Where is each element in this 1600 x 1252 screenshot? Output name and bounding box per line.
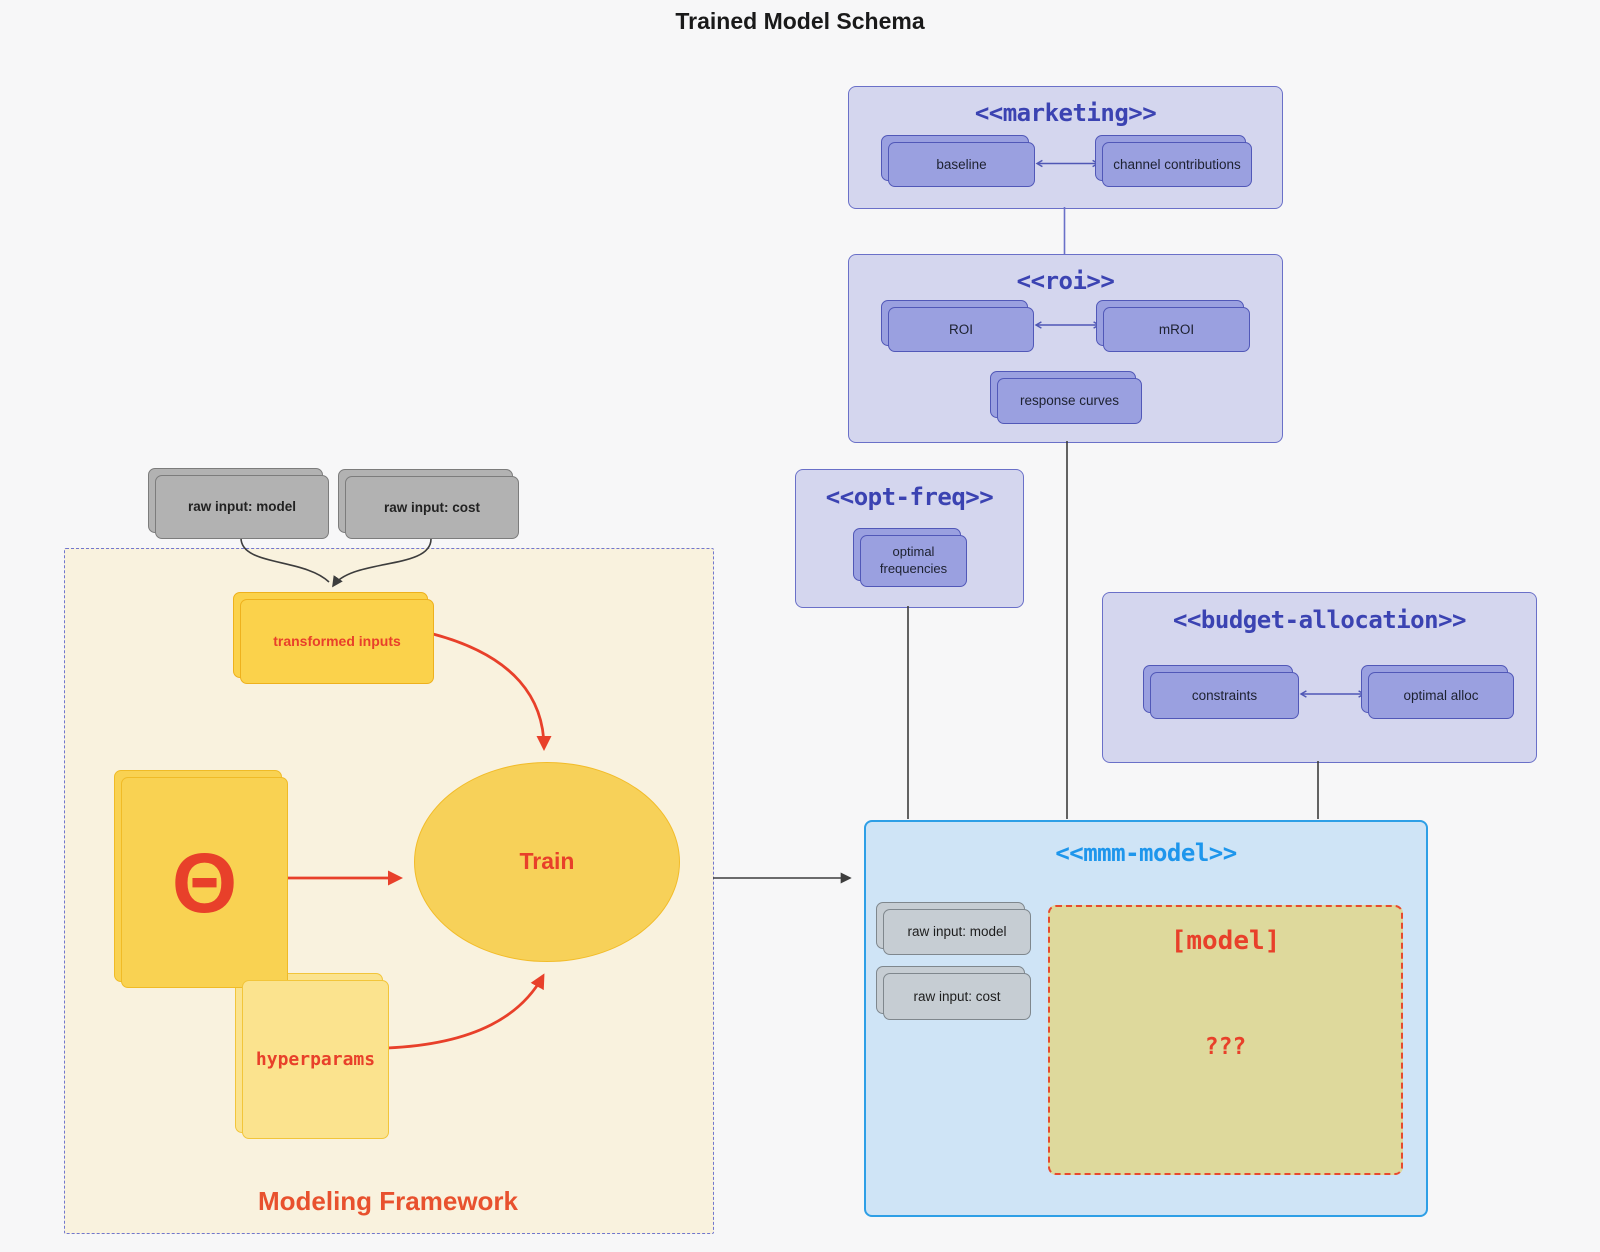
node-mmm-raw-input-cost: raw input: cost [883,973,1031,1020]
node-train: Train [414,762,680,962]
group-marketing-title: <<marketing>> [974,99,1157,127]
group-budget-allocation-title: <<budget-allocation>> [1173,606,1466,634]
node-channel-contributions: channel contributions [1102,142,1252,187]
node-optimal-alloc: optimal alloc [1368,672,1514,719]
node-theta: Θ [121,777,288,988]
group-opt-freq-title: <<opt-freq>> [825,483,994,511]
connector-hyperparams-train [386,973,545,1050]
node-transformed-inputs: transformed inputs [240,599,434,684]
node-mmm-raw-input-model: raw input: model [883,909,1031,955]
modeling-framework-label: Modeling Framework [257,1186,519,1216]
node-roi: ROI [888,307,1034,352]
node-raw-input-cost: raw input: cost [345,476,519,539]
group-roi-title: <<roi>> [1016,267,1115,295]
node-mroi: mROI [1103,307,1250,352]
node-constraints: constraints [1150,672,1299,719]
node-hyperparams: hyperparams [242,980,389,1139]
node-response-curves: response curves [997,378,1142,424]
connector-rawmodel-transformed [240,537,330,583]
model-placeholder-label: [model] [1170,926,1281,956]
diagram-title: Trained Model Schema [675,8,925,34]
node-raw-input-model: raw input: model [155,475,329,539]
node-optimal-frequencies: optimal frequencies [860,535,967,587]
theta-glyph: Θ [171,835,238,930]
connector-transformed-train [432,632,552,751]
model-unknown-label: ??? [1204,1034,1247,1060]
node-baseline: baseline [888,142,1035,187]
group-mmm-model-title: <<mmm-model>> [1055,839,1237,867]
node-model-placeholder: [model] ??? [1048,905,1403,1175]
connector-rawcost-transformed [332,538,432,588]
